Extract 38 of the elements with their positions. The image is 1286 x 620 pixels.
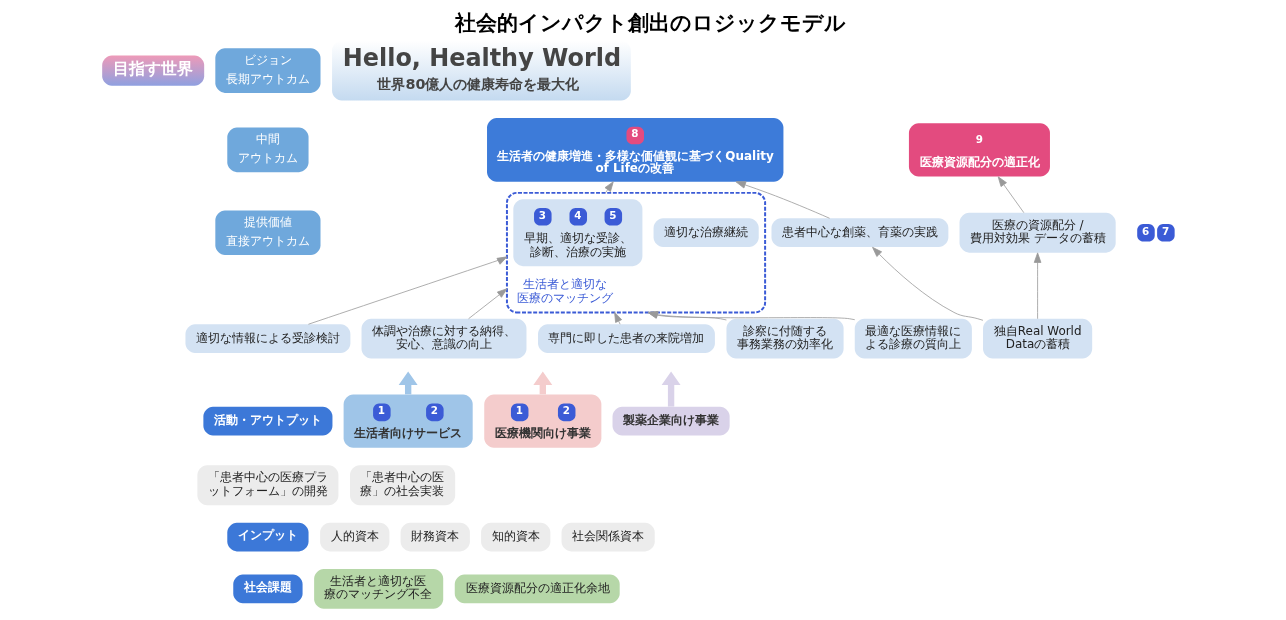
node-box: 専門に即した患者の来院増加 [538,324,715,354]
node-box: 活動・アウトプット [203,406,333,436]
node-box: 適切な情報による受診検討 [185,324,351,354]
node-box: 社会課題 [233,574,303,604]
arrow [997,176,1025,214]
node-box: 9 医療資源配分の適正化 [908,123,1050,177]
node-box: 生活者と適切な医療のマッチング不全 [314,568,444,609]
node-label: 7 [1161,224,1170,237]
diagram-title: 社会的インパクト創出のロジックモデル [454,11,846,36]
node-label: 6 [1141,224,1150,237]
node-box: ビジョン 長期アウトカム [215,48,321,93]
arrow [735,181,830,219]
node-box: 診察に付随する事務業務の効率化 [726,318,844,359]
node-box: 3 4 5 早期、適切な受診、診断、治療の実施 [513,199,643,267]
node-box: 患者中心な創薬、育薬の実践 [771,218,949,248]
arrow [1033,252,1042,320]
node-box: 製薬企業向け事業 [612,406,730,436]
arrow [872,246,984,321]
node-box: 8 生活者の健康増進・多様な価値観に基づくQuality of Lifeの改善 [487,118,784,182]
node-box: 適切な治療継続 [653,218,759,248]
arrow [614,312,623,325]
node-box: 中間 アウトカム [227,127,309,173]
node-box: インプット [227,522,309,552]
arrow [647,311,727,321]
arrow [647,311,856,321]
node-box: 医療資源配分の適正化余地 [454,574,620,604]
arrow [468,288,508,320]
arrow [661,371,681,407]
arrow [308,256,508,325]
node-box: 体調や治療に対する納得、安心、意識の向上 [361,318,527,359]
node-box: 提供価値 直接アウトカム [215,210,321,255]
node-box: 目指す世界 [102,55,205,86]
node-box: 医療の資源配分 / 費用対効果 データの蓄積 [959,212,1116,253]
arrow [604,181,614,194]
node-box: 最適な医療情報による診療の質向上 [854,318,972,359]
node-box: 1 2 医療機関向け事業 [484,394,602,448]
node-box: 1 2 生活者向けサービス [343,394,473,448]
node-box: 独自Real World Dataの蓄積 [983,318,1093,359]
